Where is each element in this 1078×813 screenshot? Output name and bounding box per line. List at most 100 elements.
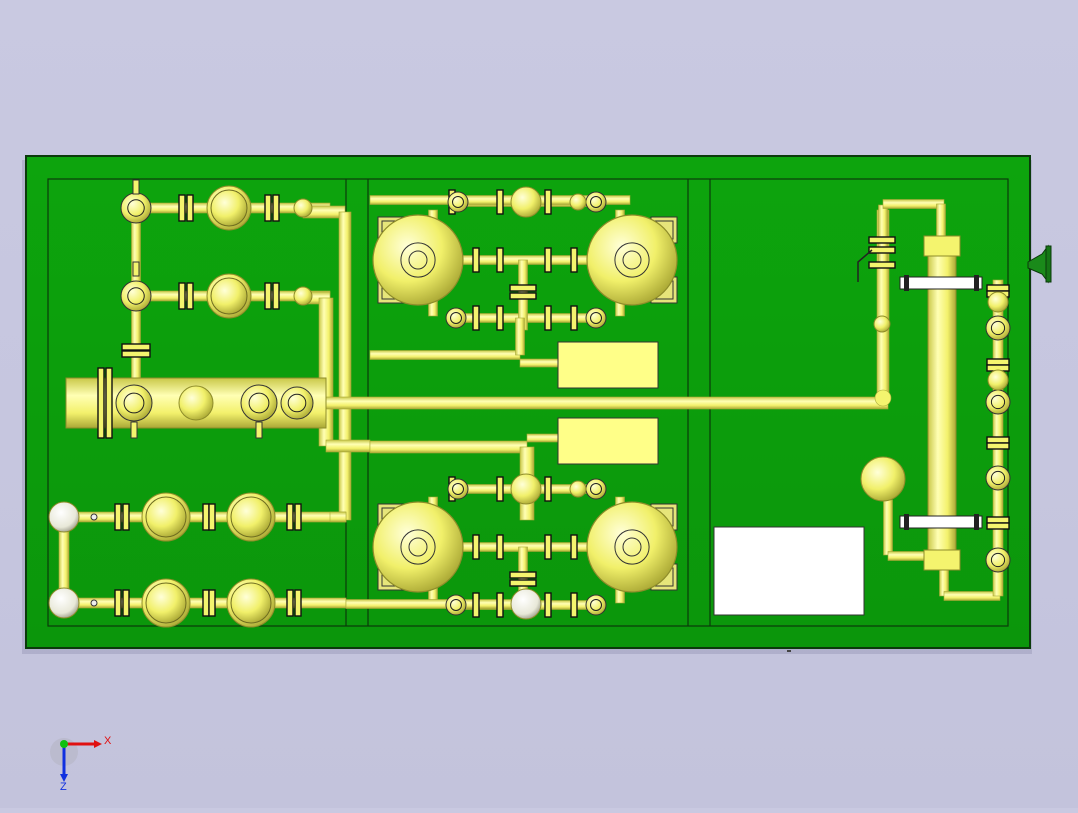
vessel-nozzle-inner [622,250,642,270]
vessel-nozzle-ring [614,242,650,278]
ball-valve-body [145,496,187,538]
ball-fitting [293,198,313,218]
vessel-sphere [372,214,464,306]
eye-fitting [585,594,607,616]
bracket-clip [904,514,909,530]
flange [544,247,552,273]
eye-fitting [240,384,278,422]
ball-fitting [178,385,214,421]
eye-fitting [985,389,1011,415]
drain-stem [130,421,138,439]
vessel-head-flange [105,367,113,439]
eye-fitting [585,307,607,329]
pipe-horizontal [369,350,521,360]
flange [509,579,537,587]
flange [986,516,1010,524]
flange [544,592,552,618]
flange [496,305,504,331]
eye-fitting-ring [990,470,1006,486]
column-bottom-flange [923,549,961,571]
eye-fitting-ring [450,312,462,324]
eye-fitting [585,478,607,500]
pipe-horizontal [329,511,347,523]
flange [472,305,480,331]
flange [208,589,216,617]
flange [286,503,294,531]
outlet-nozzle-flange [1045,245,1052,283]
small-port [90,513,98,521]
instrument-stem [132,261,140,277]
flange [496,534,504,560]
flange [114,503,122,531]
flange [496,476,504,502]
eye-fitting-ring [452,196,464,208]
instrument-line [857,249,873,282]
eye-fitting [985,547,1011,573]
pipe-vertical [515,317,525,356]
pipe-horizontal [526,433,561,443]
vessel-nozzle-inner [622,537,642,557]
eye-fitting [120,192,152,224]
xyz-triad-icon: X Z [50,735,112,793]
ball-valve-body [210,277,248,315]
vessel-sphere [372,501,464,593]
flange [122,503,130,531]
flange [472,534,480,560]
ball-fitting [569,480,587,498]
vessel-sphere [586,501,678,593]
flange [544,189,552,215]
flange [496,189,504,215]
column-bracket [899,515,983,529]
pipe-horizontal [325,439,371,453]
eye-fitting-ring [452,483,464,495]
instrument-stem [132,179,140,195]
flange [122,589,130,617]
flange [114,589,122,617]
small-mark [787,650,791,652]
ball-fitting [873,315,891,333]
flange [186,282,194,310]
ball-fitting [569,193,587,211]
small-port [90,599,98,607]
vessel-nozzle-ring [400,529,436,565]
eye-fitting [447,191,469,213]
column-bracket [899,276,983,290]
eye-fitting [985,315,1011,341]
flange [986,358,1010,366]
control-box-lower [557,417,659,465]
ball-fitting [987,291,1009,313]
pipe-horizontal [325,396,889,410]
pipe-horizontal [519,358,561,368]
eye-fitting [445,307,467,329]
vessel-head-flange [97,367,105,439]
flange [509,292,537,300]
ball-valve-body [230,582,272,624]
flange [202,589,210,617]
eye-fitting [985,465,1011,491]
flange [868,246,896,254]
eye-fitting [585,191,607,213]
y-axis-dot [60,740,68,748]
pipe-horizontal [369,440,528,454]
flange [294,589,302,617]
vertical-column [927,239,957,571]
eye-fitting [115,384,153,422]
eye-fitting [445,594,467,616]
flange [986,442,1010,450]
pipe-vertical [936,203,946,241]
vessel-sphere [586,214,678,306]
eye-fitting-ring [990,320,1006,336]
ball-fitting [510,473,542,505]
pipe-horizontal [943,591,1001,601]
white-fitting [48,501,80,533]
eye-fitting-ring [127,287,145,305]
coordinate-triad: X Z [44,724,124,794]
flange [286,589,294,617]
control-box-upper [557,341,659,389]
pipe-vertical [338,211,352,521]
eye-fitting-ring [590,312,602,324]
flange [496,592,504,618]
vessel-nozzle-inner [408,537,428,557]
